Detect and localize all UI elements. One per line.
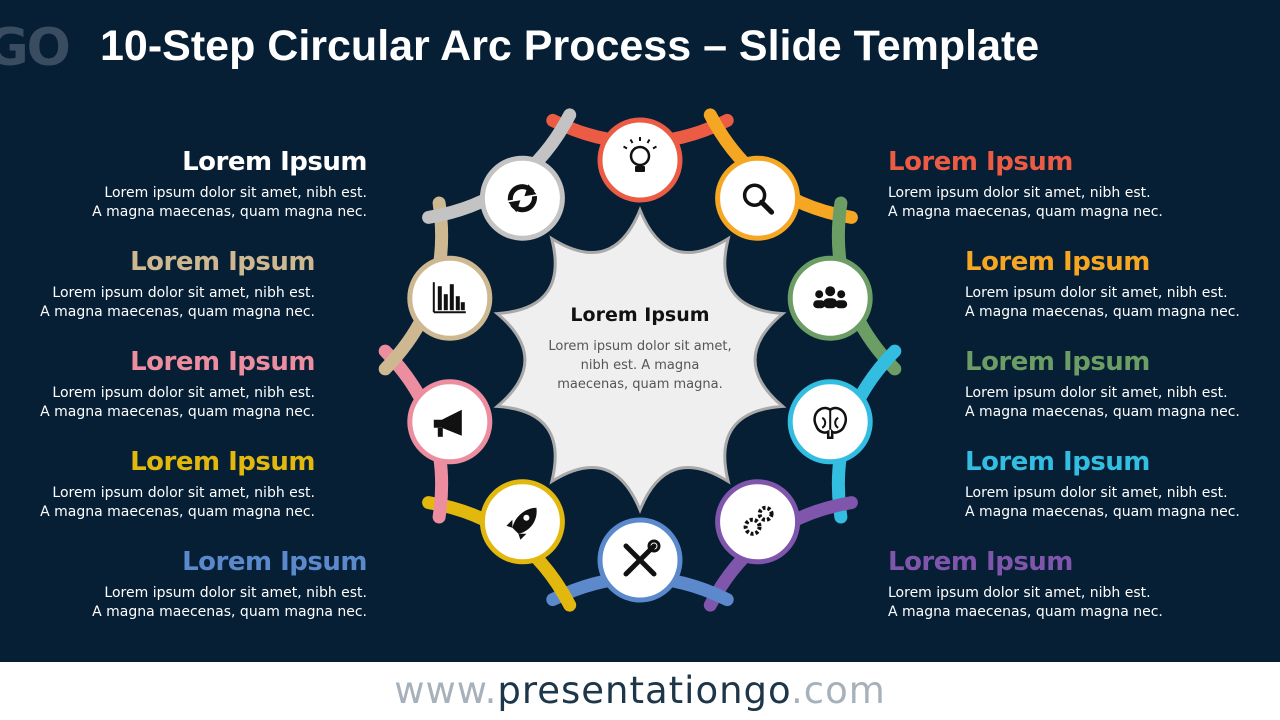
step-1-desc: Lorem ipsum dolor sit amet, nibh est.A m… [888,185,1163,220]
gears-icon [743,505,774,536]
rocket-icon [506,507,537,540]
step-6-desc: Lorem ipsum dolor sit amet, nibh est.A m… [92,585,367,620]
center-description: Lorem ipsum dolor sit amet, nibh est. A … [548,339,732,392]
megaphone-icon [433,409,462,437]
step-5-desc: Lorem ipsum dolor sit amet, nibh est.A m… [888,585,1163,620]
step-2-desc: Lorem ipsum dolor sit amet, nibh est.A m… [965,285,1240,320]
brain-icon [813,406,847,440]
footer-bar: www.presentationgo.com [0,662,1280,720]
step-4-desc: Lorem ipsum dolor sit amet, nibh est.A m… [965,485,1240,520]
step-4-node [787,379,873,465]
step-5-title: Lorem Ipsum [888,547,1073,577]
bar-chart-icon [432,282,466,314]
step-9-node [407,255,493,341]
step-8-text: Lorem Ipsum Lorem ipsum dolor sit amet, … [0,346,315,422]
step-1-node [597,117,683,203]
step-8-title: Lorem Ipsum [130,347,315,377]
step-5-node [715,479,801,565]
center-burst-shape [493,205,787,515]
step-2-text: Lorem Ipsum Lorem ipsum dolor sit amet, … [965,246,1280,322]
slide-title: 10-Step Circular Arc Process – Slide Tem… [100,22,1040,70]
refresh-icon [507,184,537,213]
step-7-node [479,479,565,565]
step-9-desc: Lorem ipsum dolor sit amet, nibh est.A m… [40,285,315,320]
step-4-title: Lorem Ipsum [965,447,1150,477]
step-8-desc: Lorem ipsum dolor sit amet, nibh est.A m… [40,385,315,420]
brand-logo: GO [0,18,71,78]
step-6-text: Lorem Ipsum Lorem ipsum dolor sit amet, … [47,546,367,622]
step-nodes [407,117,873,603]
step-2-node [715,155,801,241]
step-3-desc: Lorem ipsum dolor sit amet, nibh est.A m… [965,385,1240,420]
step-2-title: Lorem Ipsum [965,247,1150,277]
step-10-text: Lorem Ipsum Lorem ipsum dolor sit amet, … [47,146,367,222]
center-label: Lorem Ipsum Lorem ipsum dolor sit amet, … [548,303,732,394]
tools-icon [623,539,661,577]
step-10-title: Lorem Ipsum [182,147,367,177]
step-9-title: Lorem Ipsum [130,247,315,277]
step-10-node [479,155,565,241]
step-9-text: Lorem Ipsum Lorem ipsum dolor sit amet, … [0,246,315,322]
magnifier-icon [742,183,775,215]
team-icon [813,286,848,309]
step-1-title: Lorem Ipsum [888,147,1073,177]
step-3-text: Lorem Ipsum Lorem ipsum dolor sit amet, … [965,346,1280,422]
footer-url[interactable]: www.presentationgo.com [394,669,886,712]
step-4-text: Lorem Ipsum Lorem ipsum dolor sit amet, … [965,446,1280,522]
step-7-desc: Lorem ipsum dolor sit amet, nibh est.A m… [40,485,315,520]
step-3-title: Lorem Ipsum [965,347,1150,377]
step-5-text: Lorem Ipsum Lorem ipsum dolor sit amet, … [888,546,1208,622]
step-3-node [787,255,873,341]
step-10-desc: Lorem ipsum dolor sit amet, nibh est.A m… [92,185,367,220]
center-title: Lorem Ipsum [570,304,710,326]
step-6-node [597,517,683,603]
lightbulb-icon [623,137,657,172]
step-8-node [407,379,493,465]
step-7-title: Lorem Ipsum [130,447,315,477]
slide-canvas: GO 10-Step Circular Arc Process – Slide … [0,0,1280,662]
step-6-title: Lorem Ipsum [182,547,367,577]
step-1-text: Lorem Ipsum Lorem ipsum dolor sit amet, … [888,146,1208,222]
step-7-text: Lorem Ipsum Lorem ipsum dolor sit amet, … [0,446,315,522]
circular-process-diagram [378,108,902,612]
